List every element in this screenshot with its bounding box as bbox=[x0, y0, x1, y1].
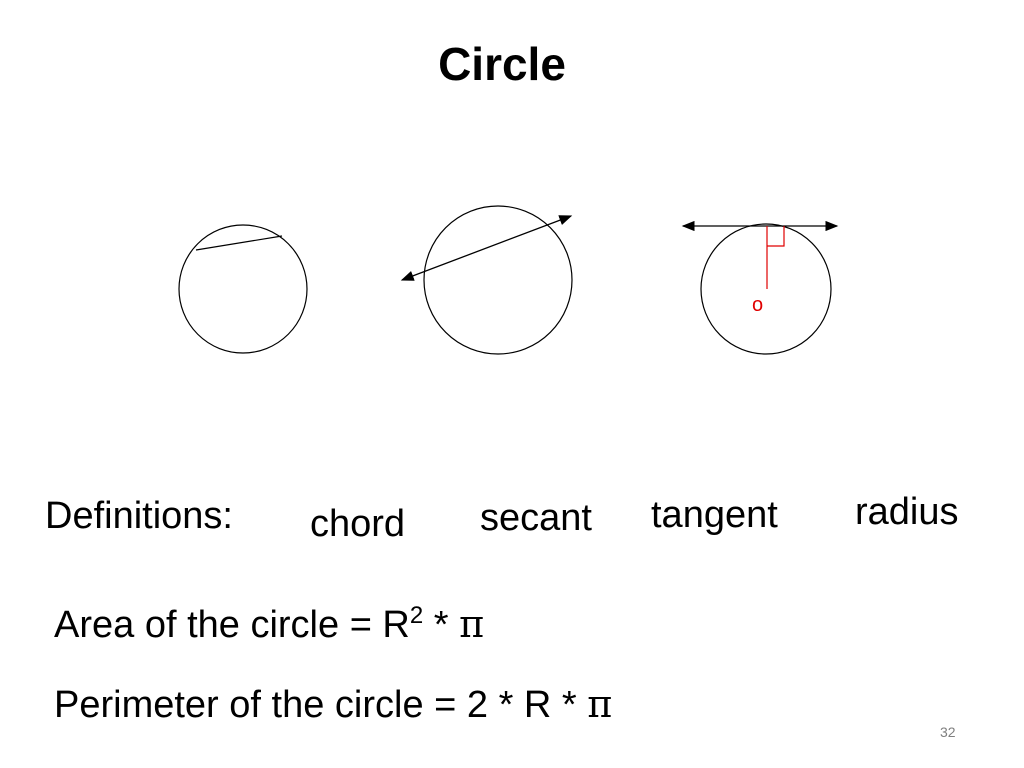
term-chord: chord bbox=[310, 503, 406, 545]
perimeter-formula: Perimeter of the circle = 2 * R * π bbox=[54, 682, 612, 727]
pi-symbol: π bbox=[459, 602, 485, 646]
secant-line bbox=[400, 215, 573, 281]
chord-line bbox=[195, 235, 283, 251]
perimeter-formula-text: Perimeter of the circle = 2 * R * bbox=[54, 684, 588, 726]
term-radius: radius bbox=[855, 491, 959, 533]
term-secant: secant bbox=[480, 497, 592, 539]
tangent-circle bbox=[700, 223, 832, 355]
term-tangent: tangent bbox=[651, 494, 778, 536]
tangent-diagram: o bbox=[681, 220, 839, 355]
secant-diagram bbox=[400, 205, 573, 355]
area-formula-text: Area of the circle = R bbox=[54, 604, 410, 646]
secant-circle bbox=[423, 205, 573, 355]
area-exponent: 2 bbox=[409, 602, 424, 629]
chord-diagram bbox=[178, 224, 308, 354]
chord-circle bbox=[178, 224, 308, 354]
pi-symbol: π bbox=[587, 682, 613, 726]
slide-title: Circle bbox=[438, 38, 566, 90]
definitions-heading: Definitions: bbox=[45, 495, 233, 537]
right-angle-marker bbox=[767, 226, 785, 247]
area-formula: Area of the circle = R2 * π bbox=[54, 602, 484, 647]
center-label: o bbox=[752, 294, 763, 316]
page-number: 32 bbox=[940, 724, 956, 740]
area-operator: * bbox=[423, 604, 460, 646]
